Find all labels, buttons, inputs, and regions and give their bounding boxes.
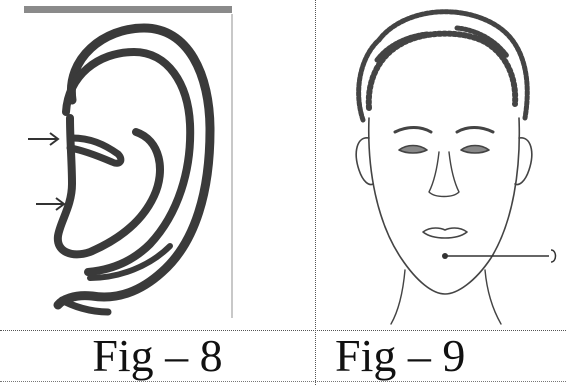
figure-9-panel — [317, 0, 566, 330]
left-eye — [399, 146, 427, 154]
arrow-right-icon — [28, 133, 58, 145]
figure-8-caption: Fig – 8 — [0, 330, 315, 382]
left-eyebrow — [395, 128, 431, 133]
antihelix-curve — [66, 52, 190, 272]
figure-8-panel — [0, 0, 316, 330]
mouth — [423, 228, 467, 238]
right-eye — [461, 146, 489, 154]
ear-drawing-icon — [0, 0, 316, 330]
hair-outline — [359, 12, 528, 120]
panel-divider-vertical — [315, 0, 316, 385]
neck-left — [391, 270, 405, 324]
right-eyebrow — [457, 128, 493, 133]
face-outline — [356, 12, 532, 324]
ear-outline — [58, 28, 210, 312]
crus-of-helix — [70, 138, 121, 163]
nose — [429, 152, 459, 197]
face-drawing-icon — [317, 0, 566, 330]
top-grey-bar — [24, 6, 232, 13]
face-contour — [369, 118, 520, 294]
figure-9-caption: Fig – 9 — [317, 330, 566, 382]
pointer-end-mark — [551, 250, 556, 262]
arrow-right-icon — [36, 198, 64, 210]
neck-right — [485, 270, 501, 324]
lobule-bottom — [62, 300, 108, 312]
